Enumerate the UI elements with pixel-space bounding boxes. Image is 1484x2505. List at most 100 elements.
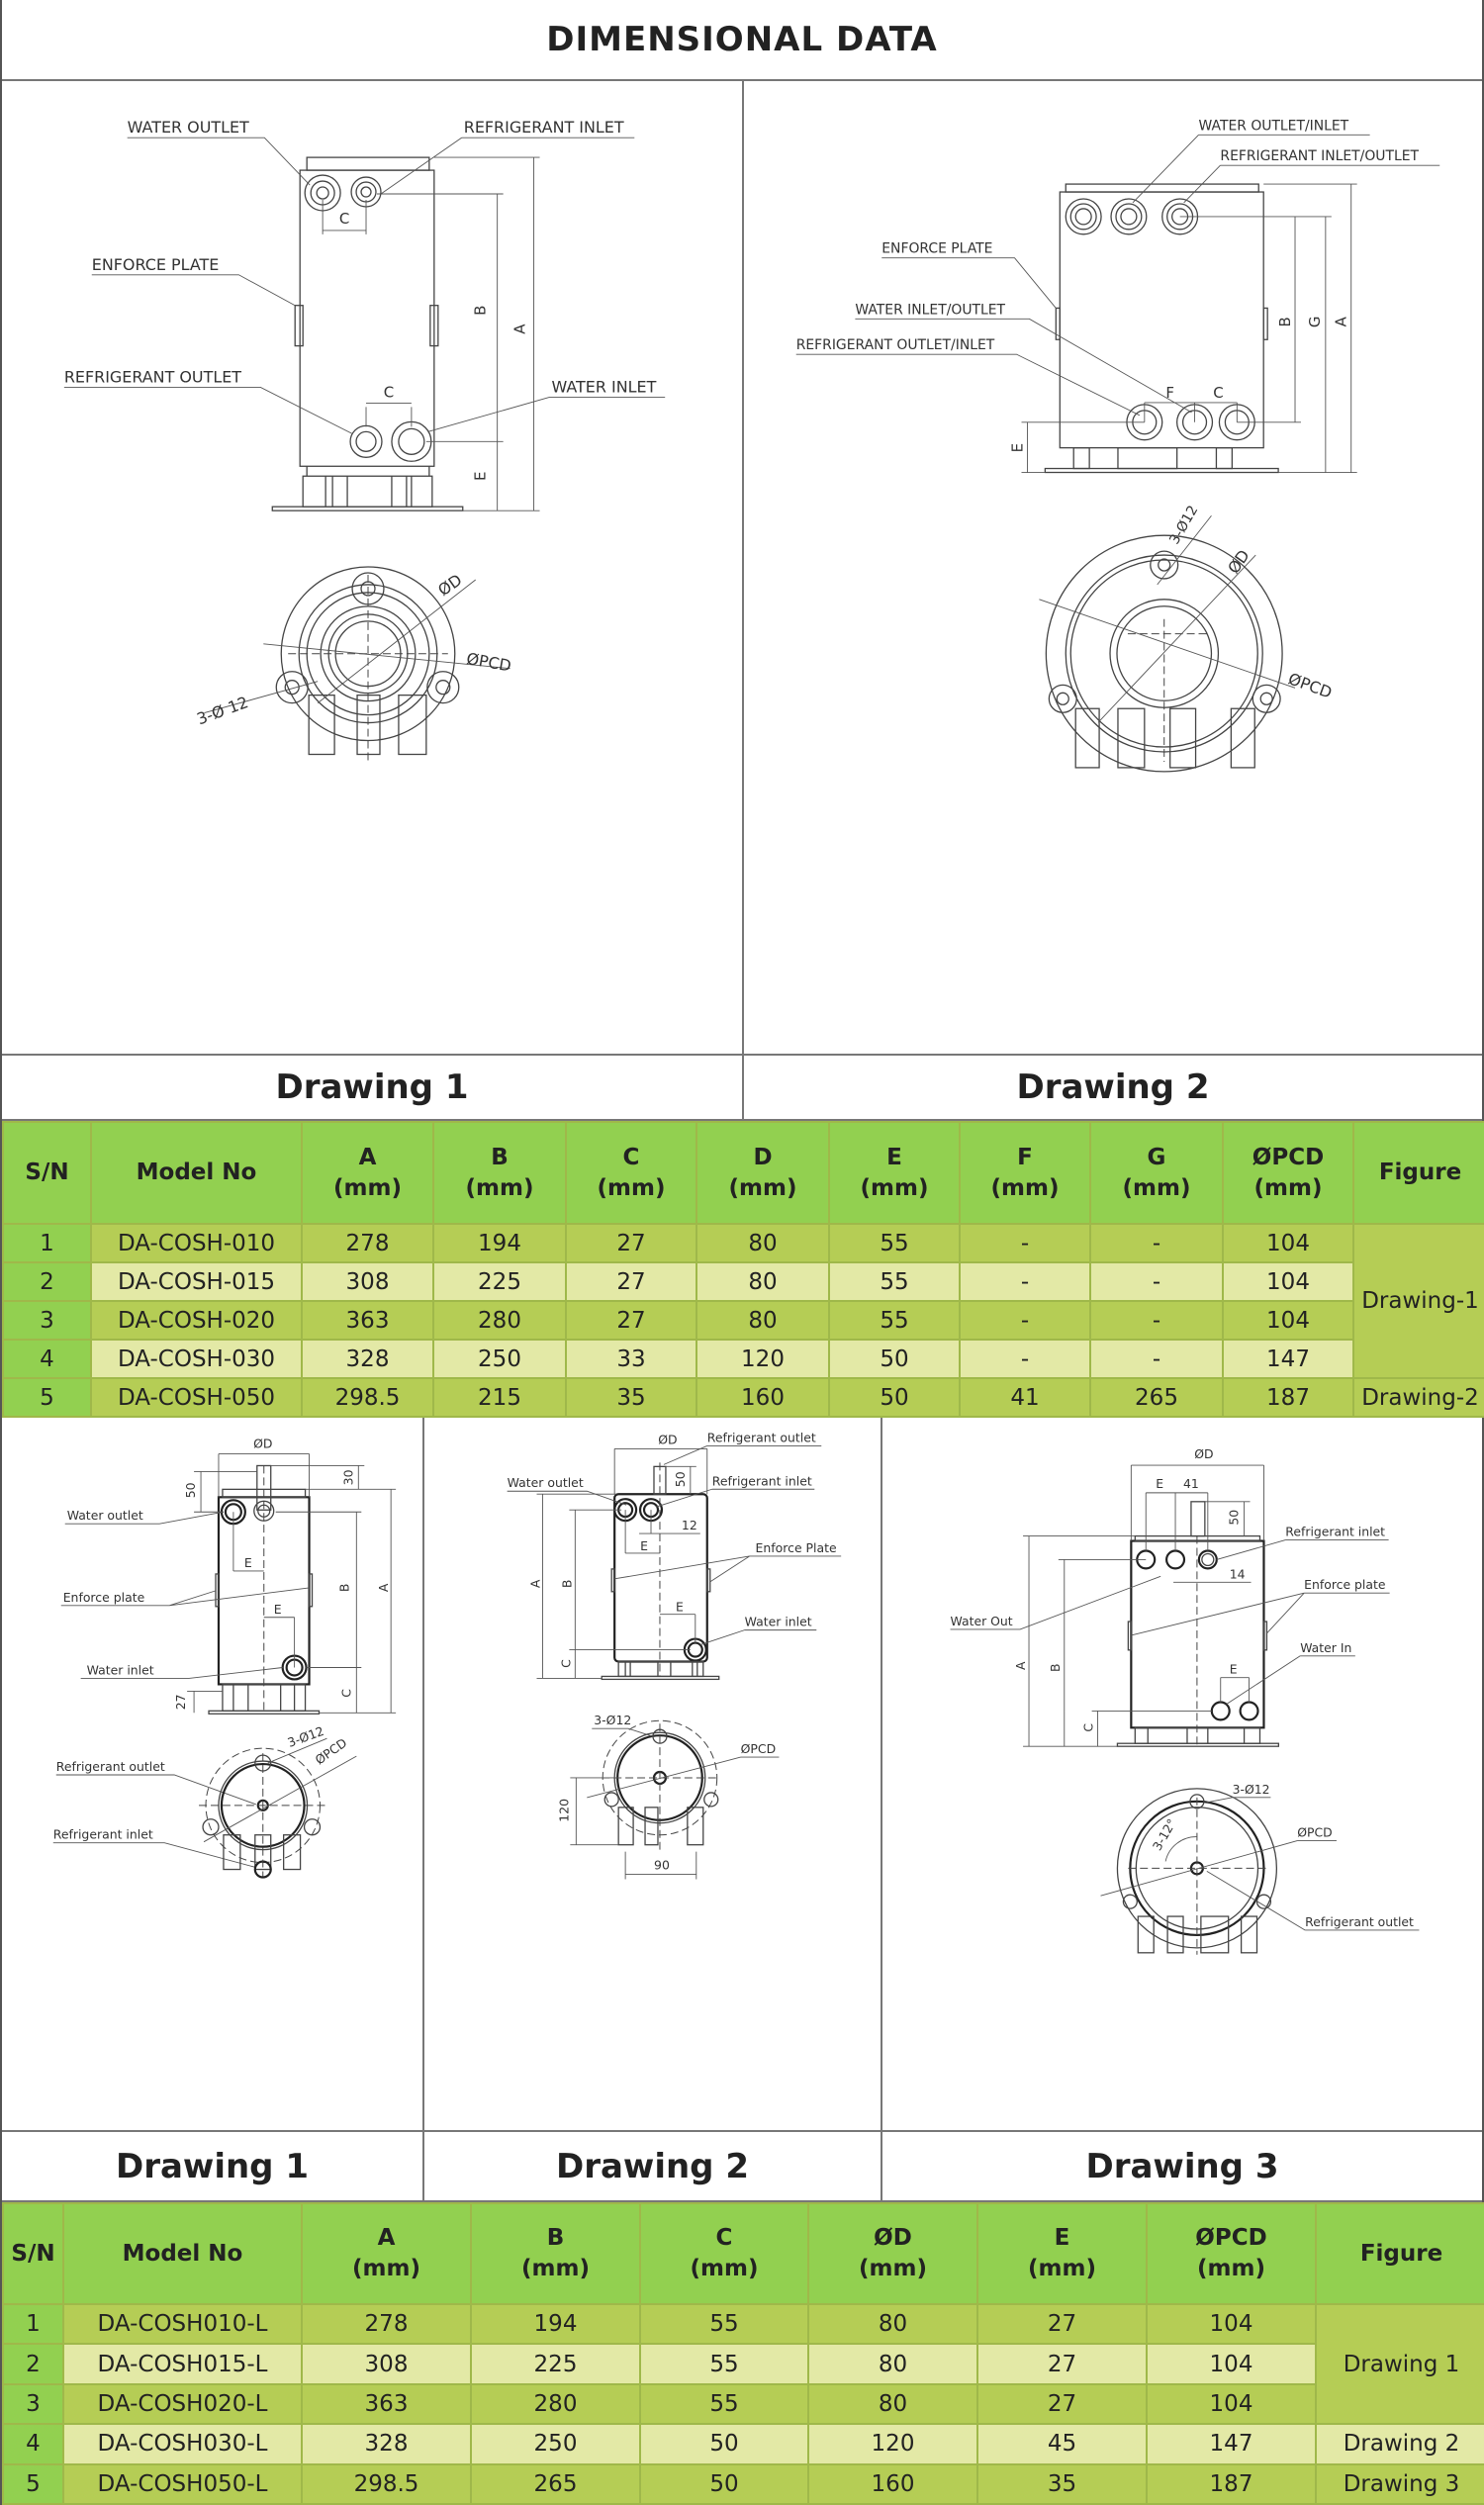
cell-a: 278: [301, 1223, 434, 1263]
col-e: E(mm): [828, 1121, 961, 1225]
dim-e-label: E: [676, 1600, 684, 1615]
col-figure: Figure: [1352, 1121, 1484, 1225]
cell-c: 33: [565, 1339, 697, 1379]
header-letter: ØD: [874, 2225, 912, 2251]
cell-e: 27: [976, 2302, 1148, 2346]
cell-pcd: 104: [1222, 1261, 1354, 1302]
cell-b: 194: [432, 1223, 567, 1263]
header-letter: G: [1147, 1144, 1166, 1170]
callouts: Water outlet Enforce plate Water inlet R…: [53, 1508, 310, 1868]
table-row: 2 DA-COSH-015 308 225 27 80 55 - - 104: [2, 1261, 1484, 1302]
cell-g: -: [1089, 1300, 1224, 1341]
cell-c: 55: [639, 2302, 809, 2346]
col-c: C(mm): [639, 2202, 809, 2305]
cell-b: 194: [470, 2302, 641, 2346]
col-figure: Figure: [1315, 2202, 1484, 2305]
header-letter: C: [715, 2225, 733, 2251]
refrigerant-inlet-label: Refrigerant inlet: [712, 1473, 812, 1488]
drawing-3-diagram: ØD E 41 50 A B C 14 E Refrigerant inlet …: [950, 1446, 1420, 1955]
dim-e-label: E: [472, 472, 490, 481]
cell-a: 363: [301, 1300, 434, 1341]
refrigerant-inlet-label: Refrigerant inlet: [1285, 1525, 1385, 1539]
col-model: Model No: [90, 1121, 303, 1225]
header-letter: F: [1017, 1144, 1033, 1170]
table-header-row: S/N Model No A(mm) B(mm) C(mm) D(mm) E(m…: [2, 1121, 1484, 1225]
cell-d: 160: [807, 2462, 978, 2505]
cell-sn: 1: [2, 2302, 64, 2346]
header-unit: (mm): [990, 1174, 1060, 1201]
water-inlet-label: WATER INLET: [552, 377, 657, 396]
page-title: DIMENSIONAL DATA: [2, 0, 1482, 81]
header-unit: (mm): [1122, 1174, 1191, 1201]
heat-exchanger-side-view: [208, 1464, 321, 1715]
water-outlet-inlet-label: WATER OUTLET/INLET: [1199, 118, 1349, 134]
dimension-table-1: S/N Model No A(mm) B(mm) C(mm) D(mm) E(m…: [2, 1121, 1484, 1418]
cell-d: 120: [807, 2423, 978, 2465]
heat-exchanger-side-view: [271, 156, 464, 511]
heat-exchanger-side-view: [1116, 1501, 1280, 1747]
col-a: A(mm): [301, 1121, 434, 1225]
dimension-table-2: S/N Model No A(mm) B(mm) C(mm) ØD(mm) E(…: [2, 2202, 1484, 2505]
cell-d: 80: [696, 1261, 830, 1302]
cell-c: 50: [639, 2462, 809, 2505]
cell-sn: 4: [2, 1339, 92, 1379]
dim-a-label: A: [1013, 1661, 1028, 1670]
cell-e: 55: [828, 1223, 961, 1263]
cell-figure: Drawing 1: [1315, 2302, 1484, 2426]
cell-a: 328: [301, 1339, 434, 1379]
cell-a: 308: [301, 2343, 472, 2385]
dim-50-label: 50: [1227, 1510, 1242, 1526]
dim-c-label: C: [1213, 384, 1223, 402]
cell-a: 278: [301, 2302, 472, 2346]
cell-d: 80: [696, 1223, 830, 1263]
angle-label: 3-12°: [1150, 1816, 1179, 1853]
col-f: F (mm): [959, 1121, 1091, 1225]
dim-e-label: E: [1008, 443, 1026, 452]
cell-g: -: [1089, 1339, 1224, 1379]
col-d: ØD(mm): [807, 2202, 978, 2305]
cell-e: 55: [828, 1261, 961, 1302]
cell-b: 280: [470, 2382, 641, 2426]
dim-d-label: ØD: [658, 1432, 677, 1446]
header-unit: (mm): [521, 2256, 590, 2281]
callouts: WATER OUTLET REFRIGERANT INLET ENFORCE P…: [63, 118, 666, 434]
dim-d-label: ØD: [434, 570, 465, 600]
callouts: Refrigerant outlet Water outlet Refriger…: [508, 1430, 842, 1645]
cell-c: 35: [565, 1377, 697, 1418]
water-inlet-label: Water inlet: [87, 1662, 154, 1677]
header-letter: B: [546, 2225, 565, 2251]
dim-90-label: 90: [654, 1858, 670, 1873]
cell-model: DA-COSH-050: [90, 1377, 303, 1418]
dim-50-label: 50: [673, 1471, 688, 1487]
bottom-captions: Drawing 1 Drawing 2 Drawing 3: [2, 2132, 1482, 2202]
col-d: D(mm): [696, 1121, 830, 1225]
dim-b-label: B: [559, 1580, 574, 1589]
dimension-lines: F C B G A E: [1008, 183, 1357, 473]
cell-c: 27: [565, 1223, 697, 1263]
dim-a-label: A: [1333, 316, 1350, 326]
header-unit: (mm): [1028, 2256, 1096, 2281]
enforce-plate-label: Enforce plate: [63, 1590, 145, 1605]
cell-model: DA-COSH020-L: [62, 2382, 303, 2426]
drawing-2-diagram: ØD 50 A B C 12 E E Refrigerant outlet Wa…: [508, 1430, 842, 1880]
dim-30-label: 30: [340, 1469, 355, 1485]
table-row: 4 DA-COSH-030 328 250 33 120 50 - - 147: [2, 1339, 1484, 1379]
dim-d-label: ØD: [253, 1437, 272, 1451]
heat-exchanger-side-view: [1044, 183, 1279, 474]
refrigerant-outlet-inlet-label: REFRIGERANT OUTLET/INLET: [796, 337, 995, 353]
cell-pcd: 104: [1146, 2343, 1317, 2385]
col-b: B(mm): [432, 1121, 567, 1225]
heat-exchanger-bottom-view: ØD 3-Ø12 ØPCD: [1039, 503, 1335, 773]
cell-d: 80: [807, 2343, 978, 2385]
cell-c: 50: [639, 2423, 809, 2465]
table-header-row: S/N Model No A(mm) B(mm) C(mm) ØD(mm) E(…: [2, 2202, 1484, 2305]
enforce-plate-label: Enforce Plate: [756, 1540, 837, 1555]
header-letter: E: [1054, 2225, 1070, 2251]
water-inlet-label: Water inlet: [745, 1615, 812, 1629]
dim-d-label: ØD: [1224, 546, 1253, 577]
drawing-1-diagram: C C B A E WATER OUTLET REFRIGERANT INLET…: [63, 118, 666, 763]
dim-f-label: F: [1165, 384, 1174, 402]
heat-exchanger-bottom-view: ØD ØPCD 3-Ø 12: [194, 566, 512, 763]
refrigerant-inlet-label: Refrigerant inlet: [53, 1827, 153, 1842]
heat-exchanger-bottom-view: 3-Ø12 ØPCD 3-12° Refrigerant outlet: [1100, 1782, 1420, 1955]
